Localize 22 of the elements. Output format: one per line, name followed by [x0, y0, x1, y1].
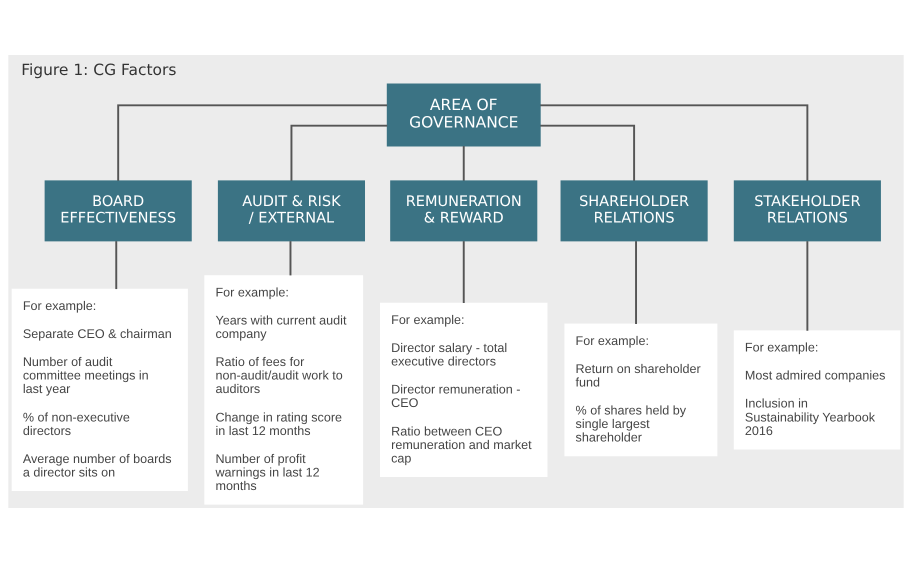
node-box: For example: Return on shareholder fund % of shares held by single largest shareholder [564, 323, 718, 456]
connector [290, 124, 388, 180]
node-box: AREA OF GOVERNANCE [386, 83, 541, 146]
connector [462, 240, 465, 302]
connector [806, 240, 808, 330]
node-box: REMUNERATION & REWARD [390, 180, 538, 241]
node-box: For example: Separate CEO & chairman Number of audit committee meetings in last year % of non-executive directors Average number of boards a director sits on [12, 288, 188, 491]
connector [115, 240, 118, 289]
connector [540, 124, 636, 180]
node-box: BOARD EFFECTIVENESS [44, 180, 192, 241]
connector [290, 240, 292, 275]
connector [540, 104, 808, 180]
connector [635, 240, 637, 324]
connector [462, 146, 465, 180]
node-box: For example: Years with current audit company Ratio of fees for non-audit/audit work to auditors Change in rating score in last 12 months Number of profit warnings in last 12 months [204, 274, 364, 504]
node-box: For example: Director salary - total executive directors Director remuneration - CEO Ratio between CEO remuneration and market cap [380, 302, 548, 477]
node-box: STAKEHOLDER RELATIONS [734, 180, 881, 241]
node-box: For example: Most admired companies Inclusion in Sustainability Yearbook 2016 [734, 330, 900, 449]
node-box: AUDIT & RISK / EXTERNAL [218, 180, 366, 241]
diagram-title: Figure 1: CG Factors [21, 60, 176, 79]
node-box: SHAREHOLDER RELATIONS [560, 180, 708, 241]
connector [117, 104, 388, 180]
